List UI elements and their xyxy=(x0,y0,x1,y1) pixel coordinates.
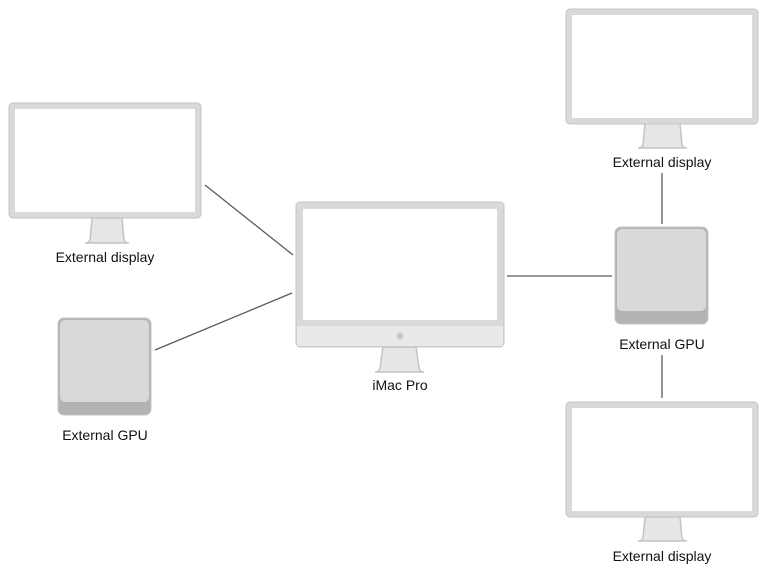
external-display-right-bottom-label: External display xyxy=(613,548,712,564)
gpu-body xyxy=(60,320,149,402)
imac-pro-label: iMac Pro xyxy=(372,377,427,393)
external-gpu-left-label: External GPU xyxy=(62,427,148,443)
monitor-stand-icon xyxy=(84,217,130,244)
external-gpu-right: External GPU xyxy=(614,226,709,352)
monitor-stand-icon xyxy=(637,122,688,149)
connection-imac-gpu-left xyxy=(154,292,293,351)
external-display-left-label: External display xyxy=(56,249,155,265)
external-display-right-bottom: External display xyxy=(565,401,759,564)
gpu-body xyxy=(617,229,706,311)
external-gpu-right-label: External GPU xyxy=(619,336,705,352)
monitor-screen xyxy=(572,15,752,118)
monitor-screen xyxy=(15,109,195,212)
monitor-stand-icon xyxy=(637,516,688,542)
external-display-right-top-label: External display xyxy=(613,154,712,170)
apple-logo-icon xyxy=(396,332,404,340)
connection-imac-display-left xyxy=(204,184,294,256)
imac-pro: iMac Pro xyxy=(295,201,505,393)
monitor-screen xyxy=(572,408,752,511)
external-display-right-top: External display xyxy=(565,8,759,170)
connection-lines xyxy=(154,173,663,398)
imac-screen xyxy=(303,209,497,320)
external-gpu-left: External GPU xyxy=(57,317,152,443)
imac-stand-icon xyxy=(374,346,425,373)
external-display-left: External display xyxy=(8,102,202,265)
